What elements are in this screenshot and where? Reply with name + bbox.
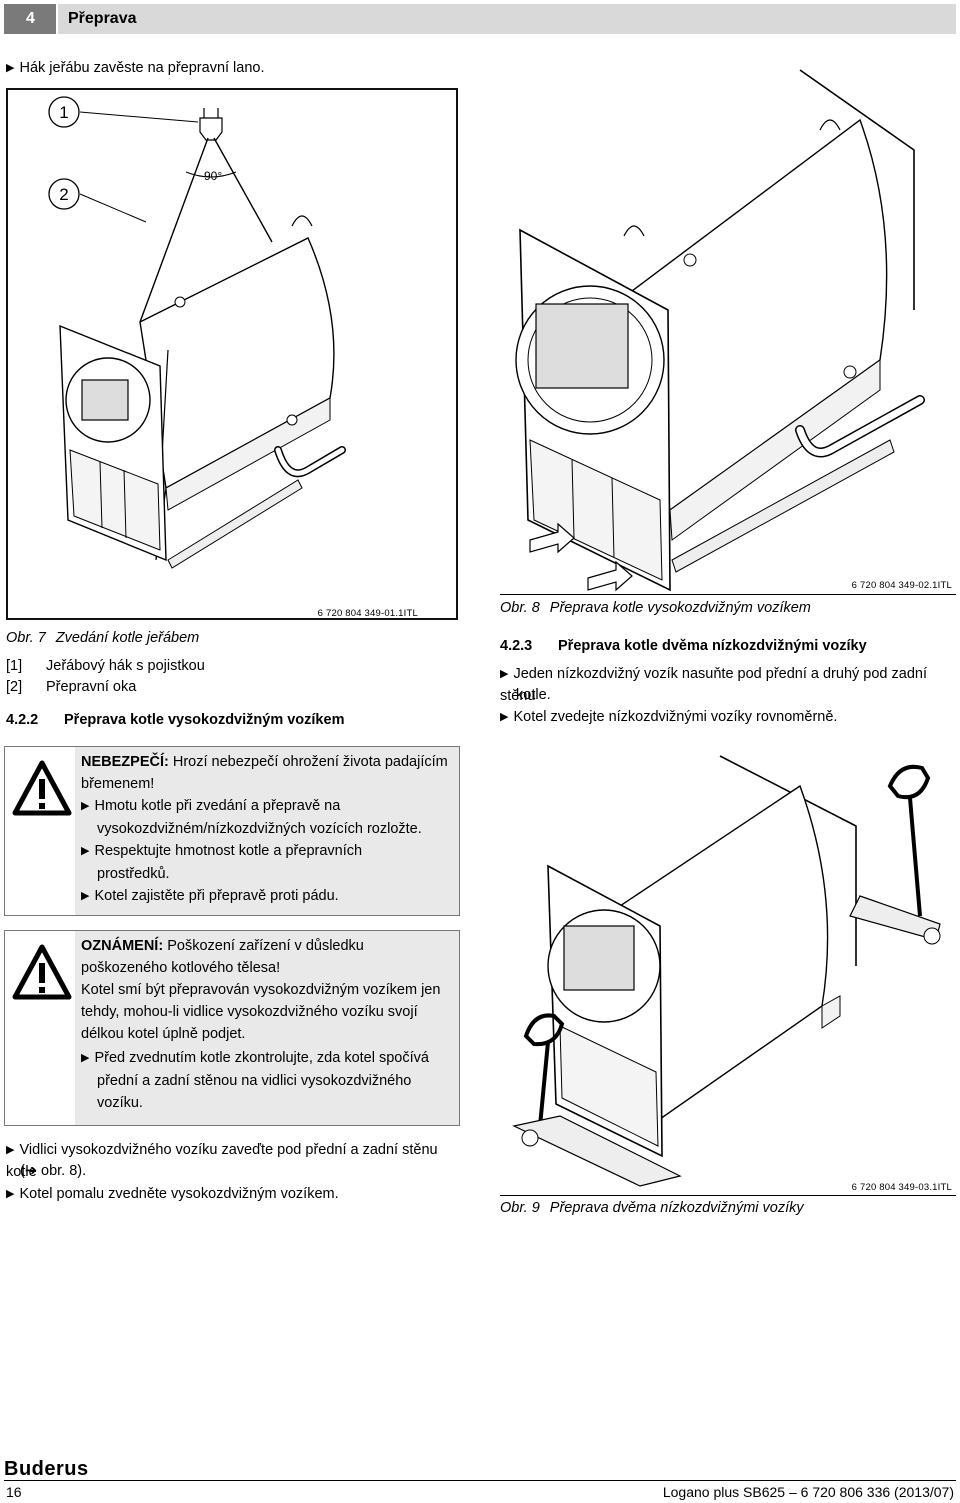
angle-label: 90° — [204, 169, 222, 183]
notice-para-1: Kotel smí být přepravován vysokozdvižným… — [81, 982, 441, 998]
step-lift-evenly: ▶Kotel zvedejte nízkozdvižnými vozíky ro… — [500, 709, 838, 725]
figure-7-code: 6 720 804 349-01.1ITL — [317, 608, 418, 619]
footer-rule — [4, 1480, 956, 1481]
boiler-pallet-trucks-illustration — [512, 755, 941, 1187]
notice-bullet-1: ▶Před zvednutím kotle zkontrolujte, zda … — [81, 1050, 429, 1066]
figure-8-area: 6 720 804 349-02.1ITL — [500, 60, 956, 594]
danger-heading-cont: břemenem! — [81, 776, 155, 792]
step-slide-trolleys: ▶Jeden nízkozdvižný vozík nasuňte pod př… — [500, 666, 927, 704]
danger-bullet-3: ▶Kotel zajistěte při přepravě proti pádu… — [81, 888, 339, 904]
boiler-crane-illustration: 1 2 90° — [48, 96, 346, 569]
notice-heading-cont: poškozeného kotlového tělesa! — [81, 960, 281, 976]
figure-9-caption: Obr. 9 Přeprava dvěma nízkozdvižnými voz… — [500, 1200, 804, 1216]
warning-triangle-icon — [12, 760, 72, 816]
buderus-logo: Buderus — [4, 1458, 89, 1480]
callout-1: 1 — [48, 96, 80, 128]
notice-box: OZNÁMENÍ: Poškození zařízení v důsledku … — [4, 930, 460, 1126]
figure-7-caption: Obr. 7 Zvedání kotle jeřábem — [6, 630, 200, 646]
danger-box: NEBEZPEČÍ: Hrozí nebezpečí ohrožení živo… — [4, 746, 460, 916]
step-hook-crane: ▶Hák jeřábu zavěste na přepravní lano. — [6, 60, 265, 76]
danger-bullet-2: ▶Respektujte hmotnost kotle a přepravníc… — [81, 843, 363, 859]
warning-triangle-icon — [12, 944, 72, 1000]
figure-9-area: 6 720 804 349-03.1ITL — [500, 746, 956, 1196]
bullet-arrow-icon: ▶ — [6, 62, 15, 74]
svg-text:1: 1 — [59, 103, 68, 122]
figure-8-rule — [500, 594, 956, 595]
bullet-arrow-icon: ▶ — [500, 668, 509, 680]
figure-9-code: 6 720 804 349-03.1ITL — [851, 1182, 952, 1193]
legend-item-2: [2]Přepravní oka — [6, 679, 137, 695]
page-number: 16 — [6, 1484, 22, 1500]
bullet-arrow-icon: ▶ — [81, 845, 90, 857]
danger-heading: NEBEZPEČÍ: Hrozí nebezpečí ohrožení živo… — [81, 754, 448, 770]
notice-para-3: délkou kotel úplně podjet. — [81, 1026, 246, 1042]
step-lift-slowly: ▶Kotel pomalu zvedněte vysokozdvižným vo… — [6, 1186, 339, 1202]
figure-9-rule — [500, 1195, 956, 1196]
figure-7-box: 1 2 90° 6 720 804 349-01.1IT — [6, 88, 458, 620]
danger-bullet-1-cont: vysokozdvižném/nízkozdvižných vozících r… — [97, 821, 422, 837]
notice-para-2: tehdy, mohou-li vidlice vysokozdvižného … — [81, 1004, 418, 1020]
notice-bullet-1-cont: přední a zadní stěnou na vidlici vysokoz… — [97, 1073, 412, 1089]
notice-heading: OZNÁMENÍ: Poškození zařízení v důsledku — [81, 938, 364, 954]
bullet-arrow-icon: ▶ — [6, 1188, 15, 1200]
step-insert-forks: ▶Vidlici vysokozdvižného vozíku zaveďte … — [6, 1142, 438, 1180]
figure-8-caption: Obr. 8 Přeprava kotle vysokozdvižným voz… — [500, 600, 811, 616]
danger-bullet-2-cont: prostředků. — [97, 866, 170, 882]
svg-text:2: 2 — [59, 185, 68, 204]
figure-8-code: 6 720 804 349-02.1ITL — [851, 580, 952, 591]
bullet-arrow-icon: ▶ — [500, 711, 509, 723]
callout-2: 2 — [48, 178, 80, 210]
danger-bullet-1: ▶Hmotu kotle při zvedání a přepravě na — [81, 798, 341, 814]
boiler-forklift-illustration — [515, 69, 925, 592]
step-slide-trolleys-cont: kotle. — [516, 687, 551, 703]
bullet-arrow-icon: ▶ — [81, 800, 90, 812]
chapter-title: Přeprava — [58, 4, 956, 34]
step-insert-forks-ref: (➔ obr. 8). — [20, 1163, 87, 1179]
notice-bullet-1-cont2: vozíku. — [97, 1095, 143, 1111]
document-reference: Logano plus SB625 – 6 720 806 336 (2013/… — [662, 1484, 954, 1500]
legend-item-1: [1]Jeřábový hák s pojistkou — [6, 658, 205, 674]
bullet-arrow-icon: ▶ — [81, 1052, 90, 1064]
chapter-number: 4 — [4, 4, 56, 34]
bullet-arrow-icon: ▶ — [6, 1144, 15, 1156]
bullet-arrow-icon: ▶ — [81, 890, 90, 902]
